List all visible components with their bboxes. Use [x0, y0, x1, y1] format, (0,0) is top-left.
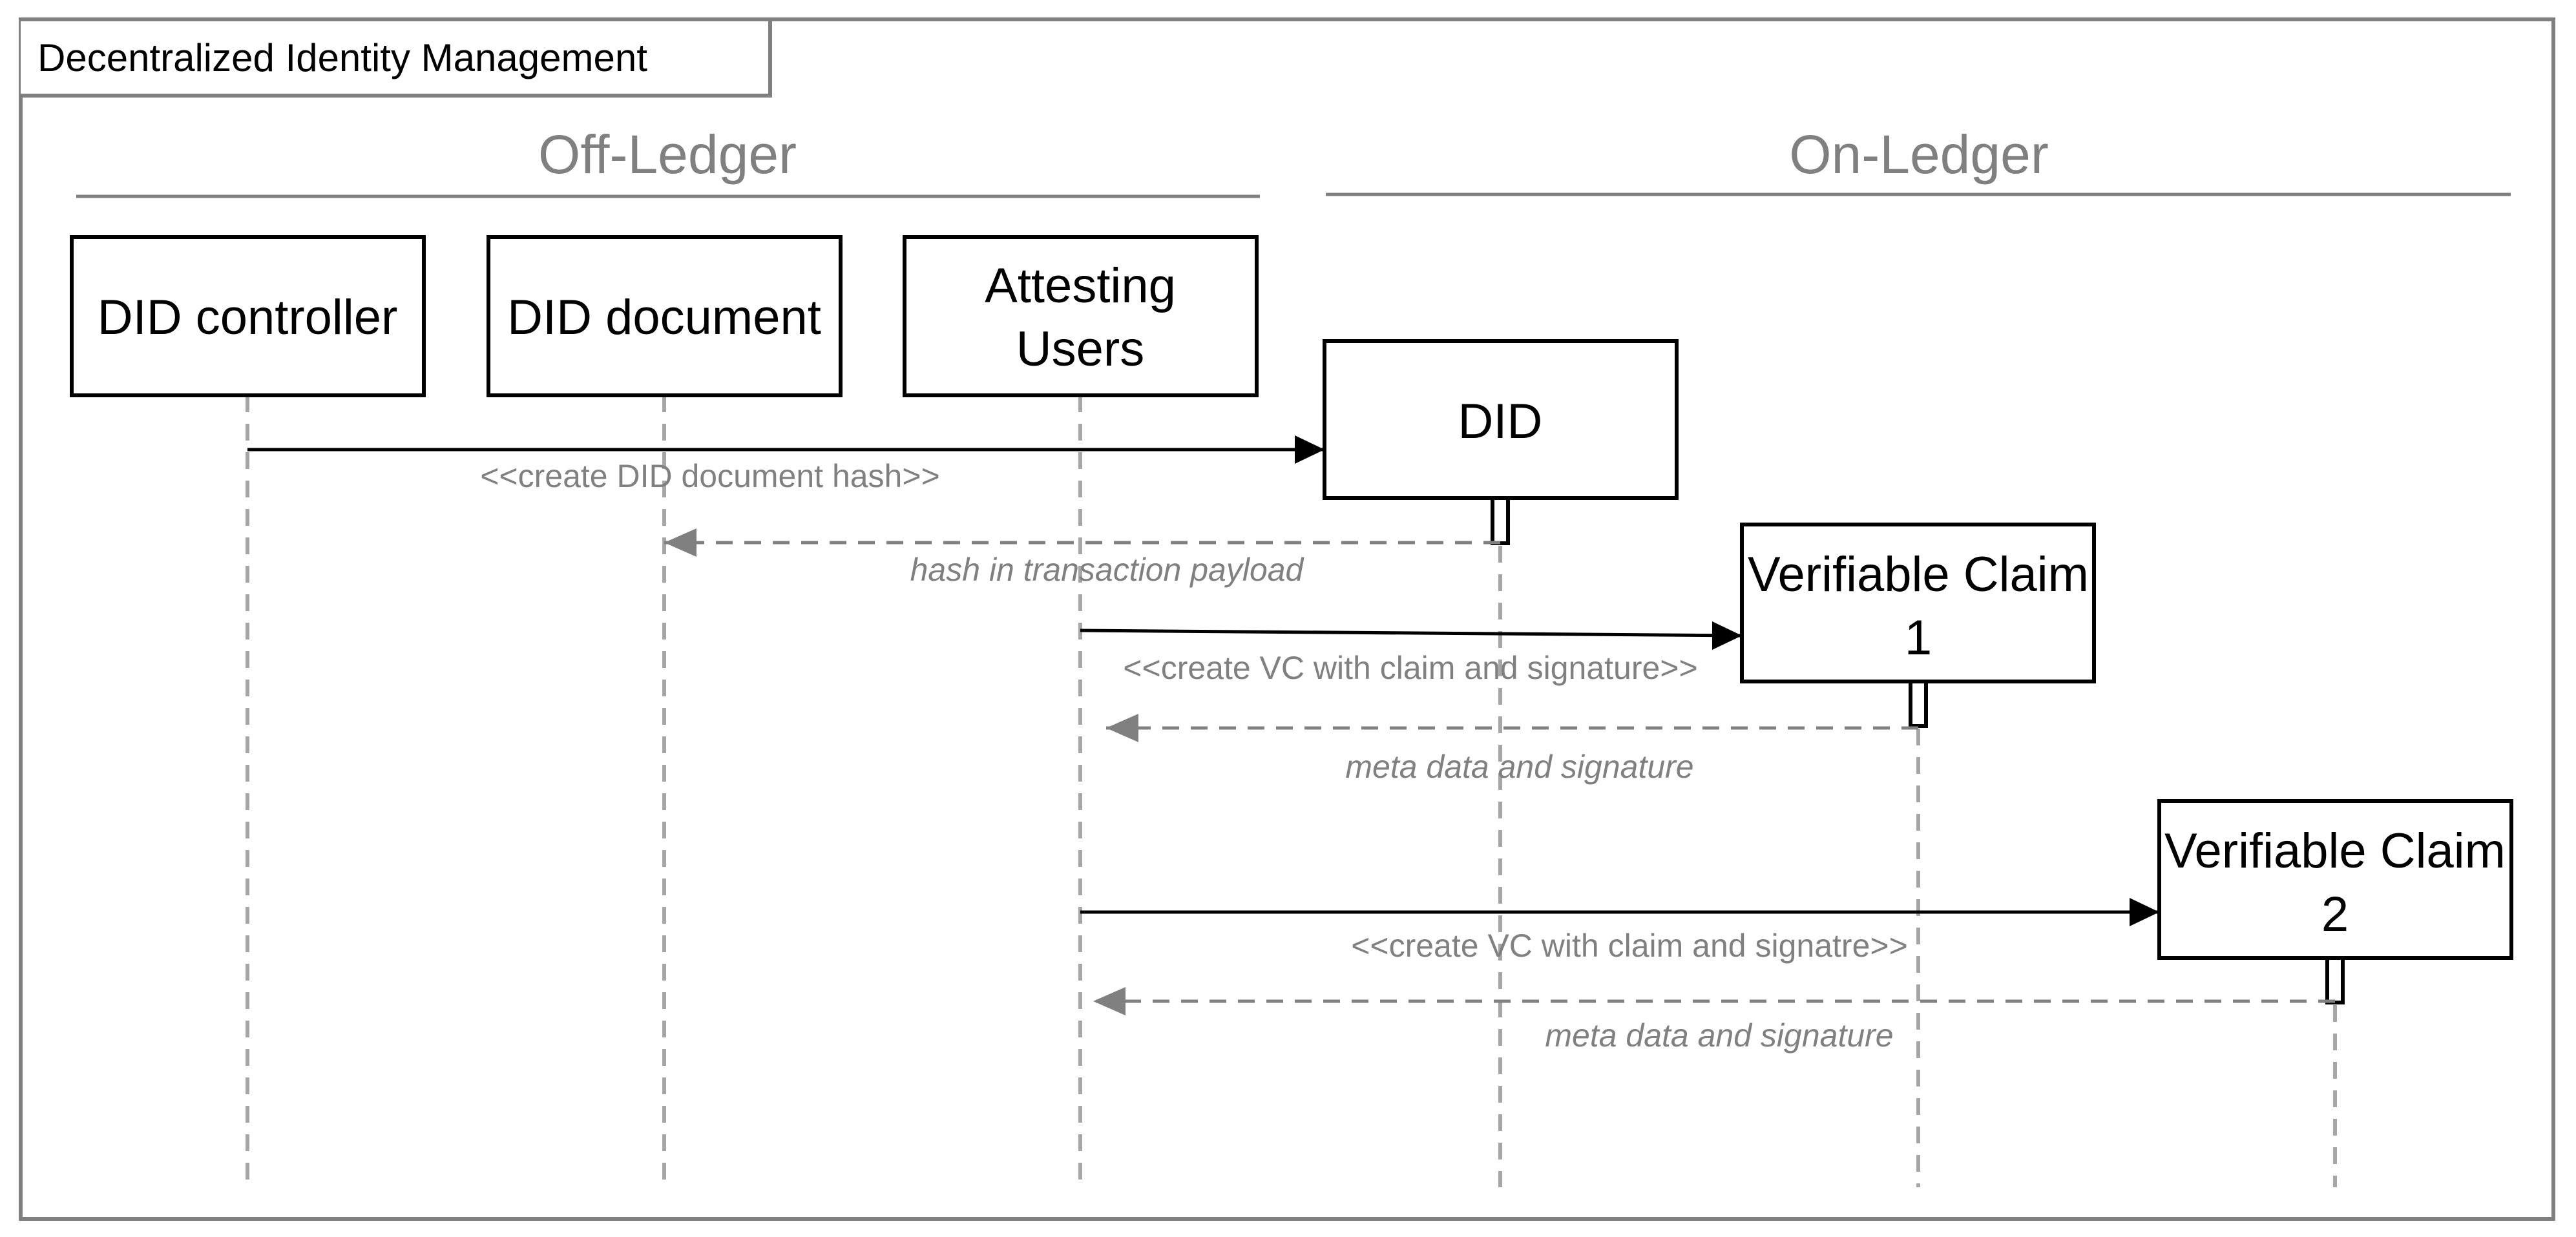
participant-label: DID document [507, 290, 821, 345]
region-label-on-ledger: On-Ledger [1789, 124, 2049, 185]
message-hash-in-transaction-payload: hash in transaction payload [664, 528, 1500, 588]
participant-label-line-2: Users [1016, 322, 1144, 377]
message-label: <<create VC with claim and signatre>> [1351, 928, 1908, 964]
frame-title-tab [21, 17, 772, 98]
message-label: <<create DID document hash>> [480, 458, 940, 494]
participant-label-line-1: Verifiable Claim [1748, 547, 2089, 602]
frame-border [19, 17, 2555, 1221]
participant-label-line-1: Attesting [985, 258, 1176, 313]
participant-label-line-2: 1 [1905, 610, 1932, 665]
message-create-vc-1: <<create VC with claim and signature>> [1080, 621, 1743, 686]
message-label: <<create VC with claim and signature>> [1123, 650, 1697, 686]
message-meta-data-and-signature-2: meta data and signature [1093, 987, 2335, 1054]
message-label: hash in transaction payload [910, 552, 1305, 588]
message-create-vc-2: <<create VC with claim and signatre>> [1080, 898, 2159, 964]
participant-did-document: DID document [487, 235, 843, 397]
message-label: meta data and signature [1545, 1017, 1893, 1054]
participant-verifiable-claim-1: Verifiable Claim 1 [1740, 523, 2096, 683]
message-meta-data-and-signature-1: meta data and signature [1106, 714, 1918, 785]
arrowhead-icon [1295, 435, 1325, 464]
participant-did: DID [1323, 339, 1679, 500]
participant-label: DID controller [98, 290, 398, 345]
arrowhead-icon [1712, 621, 1742, 650]
region-on-ledger: On-Ledger [1326, 124, 2511, 196]
arrowhead-icon [664, 528, 696, 557]
participant-did-controller: DID controller [70, 235, 426, 397]
frame-title: Decentralized Identity Management [37, 36, 647, 79]
message-create-did-document-hash: <<create DID document hash>> [247, 435, 1325, 494]
activation-bar-verifiable-claim-2 [2325, 956, 2345, 1004]
activation-bar-verifiable-claim-1 [1909, 680, 1928, 728]
message-arrow [1080, 629, 1743, 638]
participant-attesting-users: Attesting Users [903, 235, 1259, 397]
participant-label: DID [1458, 394, 1543, 449]
activation-bar-did [1491, 496, 1510, 545]
participant-label-line-1: Verifiable Claim [2164, 824, 2506, 878]
participant-verifiable-claim-2: Verifiable Claim 2 [2157, 799, 2513, 960]
region-label-off-ledger: Off-Ledger [538, 124, 797, 185]
participant-label-line-2: 2 [2321, 887, 2349, 942]
message-label: meta data and signature [1345, 749, 1693, 785]
arrowhead-icon [1106, 714, 1138, 742]
arrowhead-icon [2130, 898, 2159, 926]
arrowhead-icon [1093, 987, 1126, 1015]
region-off-ledger: Off-Ledger [76, 124, 1260, 198]
